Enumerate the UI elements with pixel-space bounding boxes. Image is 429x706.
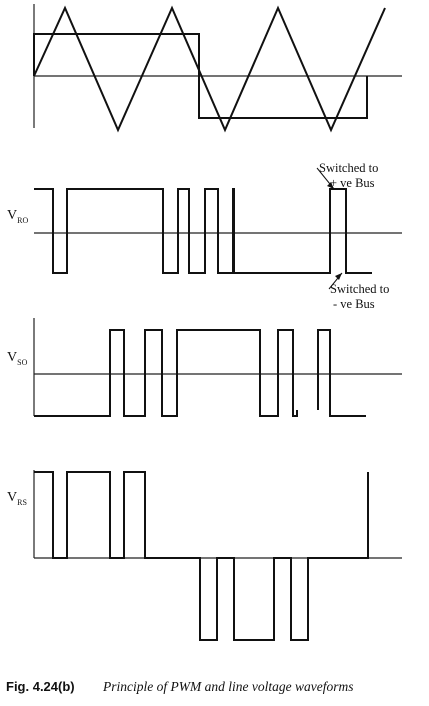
annotation-negative-bus-line1: Switched to bbox=[330, 282, 389, 296]
v-ro-label: VRO bbox=[7, 208, 28, 225]
panel-carrier-reference bbox=[33, 4, 402, 133]
panel-v-ro: VRO Switched to + ve Bus Switched to - v… bbox=[7, 161, 402, 311]
panel-v-so: VSO bbox=[7, 318, 402, 417]
annotation-negative-bus-line2: - ve Bus bbox=[333, 297, 375, 311]
annotation-positive-arrowhead bbox=[327, 182, 334, 189]
v-rs-label: VRS bbox=[7, 490, 27, 507]
reference-square-wave bbox=[33, 33, 368, 119]
annotation-positive-bus-line1: Switched to bbox=[319, 161, 378, 175]
annotation-positive-bus-line2: + ve Bus bbox=[330, 176, 375, 190]
v-so-waveform bbox=[34, 329, 298, 417]
v-rs-waveform bbox=[34, 471, 369, 641]
annotation-negative-arrowhead bbox=[335, 273, 342, 280]
figure-caption: Fig. 4.24(b) Principle of PWM and line v… bbox=[6, 679, 353, 694]
carrier-triangle-wave bbox=[33, 5, 386, 133]
caption-number: Fig. 4.24(b) bbox=[6, 679, 75, 694]
caption-text: Principle of PWM and line voltage wavefo… bbox=[102, 679, 353, 694]
v-so-label: VSO bbox=[7, 350, 28, 367]
v-so-waveform-tail bbox=[317, 329, 366, 417]
panel-v-rs: VRS bbox=[7, 470, 402, 641]
v-ro-waveform bbox=[34, 188, 372, 274]
